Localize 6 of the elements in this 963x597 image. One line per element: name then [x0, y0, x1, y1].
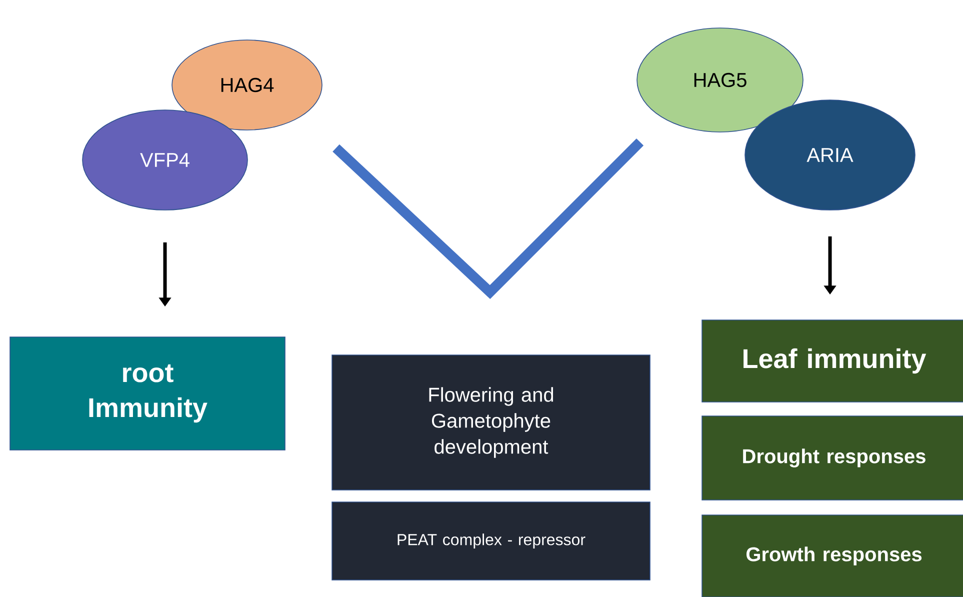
outcome-box: Leaf immunity — [702, 320, 963, 402]
outcome-box: root Immunity — [10, 336, 286, 450]
outcome-box: PEAT complex - repressor — [332, 502, 650, 580]
outcome-box: Flowering and Gametophyte development — [332, 354, 650, 490]
outcome-box: Growth responses — [702, 514, 963, 597]
outcome-box: Drought responses — [702, 416, 963, 500]
